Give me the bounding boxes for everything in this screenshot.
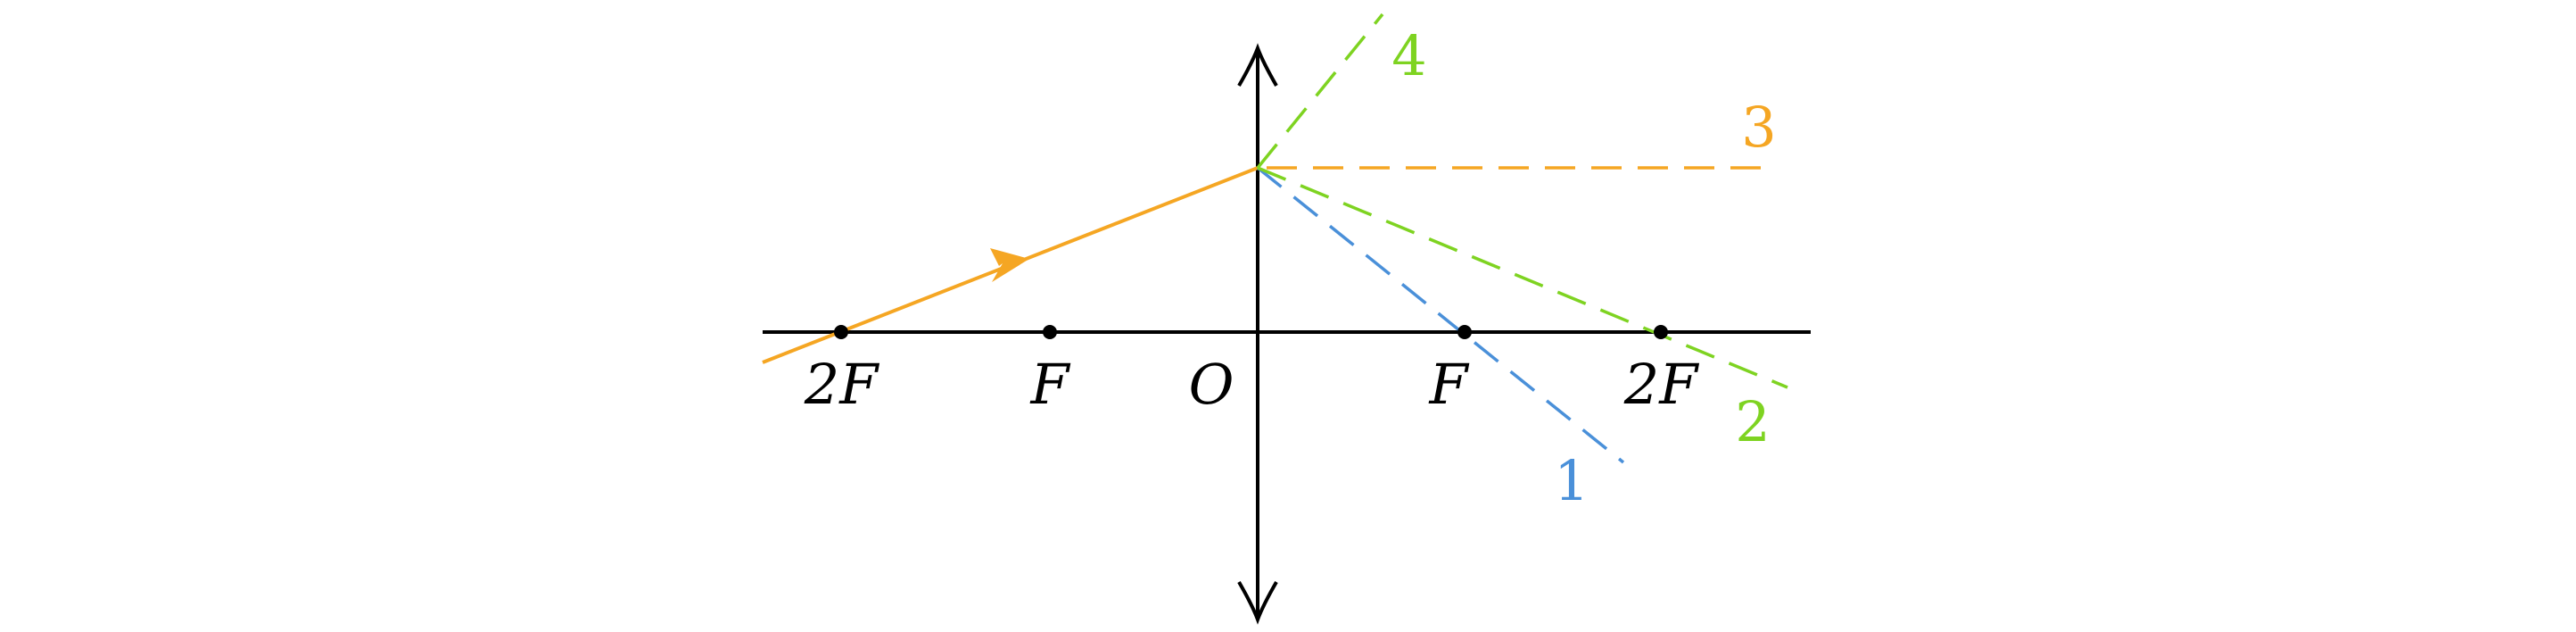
- label-left-f: F: [1029, 352, 1070, 417]
- ray-1: [1256, 166, 1625, 464]
- lens-bottom-arrowhead-icon: [1237, 581, 1278, 625]
- point-right-f: [1457, 325, 1472, 339]
- lens-top-arrowhead-icon: [1237, 43, 1278, 87]
- label-left-2f: 2F: [804, 352, 879, 417]
- point-left-2f: [834, 325, 848, 339]
- ray-label-2: 2: [1735, 389, 1770, 454]
- label-origin: O: [1189, 352, 1234, 417]
- point-right-2f: [1654, 325, 1668, 339]
- ray-label-1: 1: [1554, 448, 1589, 513]
- point-left-f: [1043, 325, 1057, 339]
- ray-label-4: 4: [1391, 23, 1426, 88]
- ray-2: [1257, 166, 1788, 389]
- incident-ray-arrowhead-icon: [990, 248, 1029, 282]
- label-right-2f: 2F: [1623, 352, 1699, 417]
- label-right-f: F: [1428, 352, 1469, 417]
- ray-4: [1256, 12, 1384, 170]
- ray-label-3: 3: [1741, 95, 1776, 160]
